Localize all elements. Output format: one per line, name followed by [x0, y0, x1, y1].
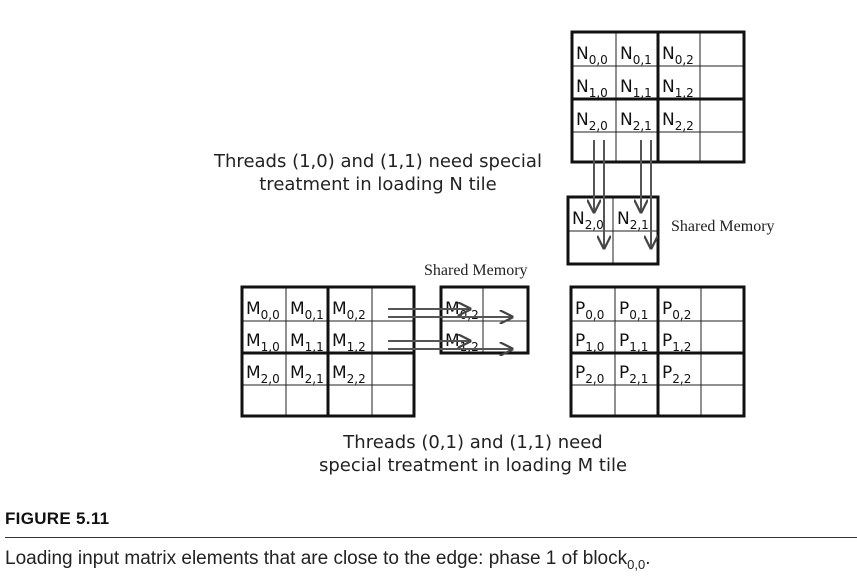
p-matrix: P0,0 P0,1 P0,2P1,0 P1,1 P1,2P2,0 P2,1 P2,2	[569, 285, 746, 418]
load-arrows	[388, 140, 651, 349]
n-matrix-cell-label: N1,0	[576, 77, 608, 100]
n-matrix-border	[570, 30, 746, 164]
m-matrix-cell-label: M1,1	[290, 331, 324, 354]
p-matrix-border	[569, 285, 746, 418]
n-shared-memory-label: Shared Memory	[671, 218, 775, 235]
n-shared-cell-label: N2,0	[572, 209, 604, 232]
n-matrix-cell-label: N0,2	[662, 44, 694, 67]
n-matrix-cell-label: N2,0	[576, 110, 608, 133]
m-matrix: M0,0 M0,1 M0,2M1,0 M1,1 M1,2M2,0 M2,1 M2,2	[240, 285, 416, 418]
figure-caption-end: .	[645, 548, 651, 569]
m-tile-note: Threads (0,1) and (1,1) need special tre…	[283, 431, 663, 477]
m-tile-note-line2: special treatment in loading M tile	[318, 455, 628, 476]
n-tile-note: Threads (1,0) and (1,1) need special tre…	[188, 150, 568, 196]
figure-label: FIGURE 5.11	[5, 509, 110, 528]
n-shared-cell-label: N2,1	[617, 209, 649, 232]
p-matrix-cell-label: P0,0	[575, 299, 604, 322]
n-shared-border	[566, 195, 660, 266]
n-matrix: N0,0 N0,1 N0,2N1,0 N1,1 N1,2N2,0 N2,1 N2,2	[570, 30, 746, 164]
p-matrix-cell-label: P2,2	[662, 363, 691, 386]
p-matrix-cell-label: P1,2	[662, 331, 691, 354]
n-matrix-cell-label: N1,1	[620, 77, 652, 100]
n-matrix-cell-label: N2,1	[620, 110, 652, 133]
m-matrix-cell-label: M2,1	[290, 363, 324, 386]
n-matrix-cell-label: N0,0	[576, 44, 608, 67]
figure-caption-text: Loading input matrix elements that are c…	[5, 548, 628, 569]
n-matrix-cell-label: N0,1	[620, 44, 652, 67]
m-shared-memory-tile: M0,2M1,2	[439, 285, 530, 355]
m-matrix-cell-label: M1,2	[332, 331, 366, 354]
m-shared-cell-label: M0,2	[445, 299, 479, 322]
p-matrix-cell-label: P0,1	[619, 299, 648, 322]
m-matrix-cell-label: M2,2	[332, 363, 366, 386]
m-tile-note-line1: Threads (0,1) and (1,1) need	[343, 432, 603, 453]
figure-caption: Loading input matrix elements that are c…	[5, 548, 650, 572]
m-shared-memory-label: Shared Memory	[424, 262, 528, 279]
n-matrix-cell-label: N1,2	[662, 77, 694, 100]
p-matrix-cell-label: P1,0	[575, 331, 604, 354]
m-matrix-border	[240, 285, 416, 418]
figure-caption-subscript: 0,0	[627, 556, 646, 572]
m-matrix-cell-label: M1,0	[246, 331, 280, 354]
n-matrix-cell-label: N2,2	[662, 110, 694, 133]
n-shared-memory-tile: N2,0 N2,1	[566, 195, 660, 266]
m-matrix-cell-label: M0,2	[332, 299, 366, 322]
m-matrix-cell-label: M2,0	[246, 363, 280, 386]
m-matrix-cell-label: M0,0	[246, 299, 280, 322]
p-matrix-cell-label: P0,2	[662, 299, 691, 322]
n-tile-note-line1: Threads (1,0) and (1,1) need special	[214, 151, 542, 172]
figure-rule	[5, 537, 857, 538]
m-shared-cell-label: M1,2	[445, 331, 479, 354]
p-matrix-cell-label: P1,1	[619, 331, 648, 354]
p-matrix-cell-label: P2,1	[619, 363, 648, 386]
m-matrix-cell-label: M0,1	[290, 299, 324, 322]
m-shared-border	[439, 285, 530, 355]
p-matrix-cell-label: P2,0	[575, 363, 604, 386]
n-tile-note-line2: treatment in loading N tile	[259, 174, 497, 195]
